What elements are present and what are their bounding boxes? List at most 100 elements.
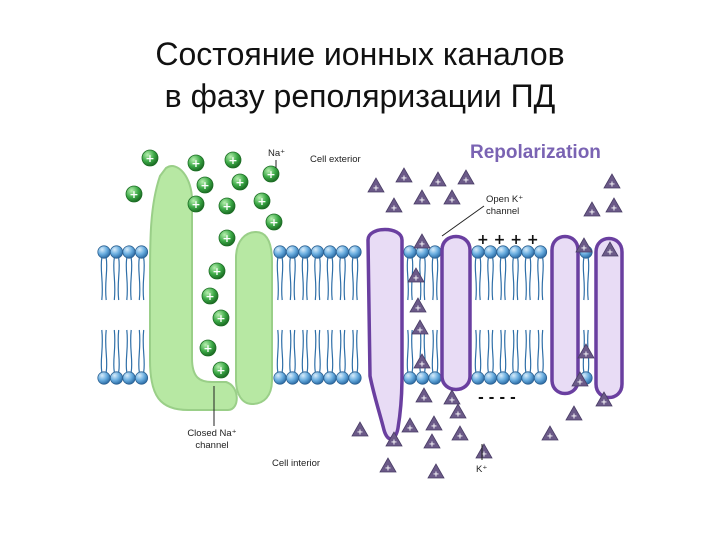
- svg-text:+: +: [463, 176, 470, 185]
- open-k-channel-label-1: Open K⁺: [486, 194, 523, 205]
- potassium-ion: +: [409, 297, 427, 313]
- phospholipid: [285, 245, 300, 301]
- phospholipid: [298, 329, 312, 385]
- inner-charge: - - - -: [478, 390, 516, 406]
- sodium-ion: +: [224, 151, 242, 169]
- sodium-ion: +: [218, 197, 236, 215]
- potassium-ion: +: [577, 343, 595, 359]
- svg-text:+: +: [435, 178, 442, 187]
- sodium-ion: +: [262, 165, 280, 183]
- phospholipid: [403, 329, 417, 385]
- phospholipid: [323, 245, 337, 301]
- svg-text:+: +: [417, 326, 424, 335]
- phospholipid: [273, 329, 287, 385]
- svg-text:+: +: [228, 154, 237, 167]
- svg-text:+: +: [415, 304, 422, 313]
- phospholipid: [348, 245, 362, 301]
- svg-text:+: +: [222, 200, 231, 213]
- svg-text:+: +: [203, 342, 212, 355]
- potassium-ion: +: [605, 197, 623, 213]
- potassium-ion: +: [571, 371, 589, 387]
- potassium-ion: +: [413, 233, 431, 249]
- svg-text:+: +: [581, 244, 588, 253]
- svg-text:+: +: [401, 174, 408, 183]
- potassium-ion: +: [385, 197, 403, 213]
- svg-text:+: +: [222, 232, 231, 245]
- potassium-ion: +: [401, 417, 419, 433]
- potassium-ion: +: [595, 391, 613, 407]
- phospholipid: [122, 329, 136, 385]
- phospholipid: [109, 245, 124, 301]
- sodium-ion: +: [218, 229, 236, 247]
- phospholipid: [496, 245, 510, 301]
- sodium-ion: +: [208, 262, 226, 280]
- svg-text:+: +: [357, 428, 364, 437]
- svg-text:+: +: [419, 360, 426, 369]
- svg-text:+: +: [449, 196, 456, 205]
- potassium-ion: +: [429, 171, 447, 187]
- potassium-ion: +: [475, 443, 493, 459]
- svg-text:+: +: [601, 398, 608, 407]
- svg-text:+: +: [481, 450, 488, 459]
- potassium-ion: +: [413, 353, 431, 369]
- k-channel-left: [366, 227, 404, 441]
- sodium-ion: +: [201, 287, 219, 305]
- svg-text:+: +: [547, 432, 554, 441]
- potassium-ion: +: [601, 241, 619, 257]
- svg-text:+: +: [455, 410, 462, 419]
- svg-text:+: +: [205, 290, 214, 303]
- open-k-channel-label-2: channel: [486, 206, 519, 217]
- svg-text:+: +: [216, 312, 225, 325]
- potassium-ion: +: [443, 189, 461, 205]
- slide-title-line-2: в фазу реполяризации ПД: [164, 78, 556, 114]
- potassium-ion: +: [449, 403, 467, 419]
- potassium-ion: +: [425, 415, 443, 431]
- svg-text:+: +: [129, 188, 138, 201]
- svg-text:+: +: [413, 274, 420, 283]
- svg-text:+: +: [191, 198, 200, 211]
- closed-na-channel-label-2: channel: [195, 440, 228, 451]
- svg-text:+: +: [391, 438, 398, 447]
- svg-text:+: +: [609, 180, 616, 189]
- sodium-ion: +: [196, 176, 214, 194]
- potassium-ion: +: [407, 267, 425, 283]
- potassium-ions: ++++++++++++++++++++++++++++++++++: [351, 167, 623, 479]
- svg-text:+: +: [269, 216, 278, 229]
- svg-text:+: +: [373, 184, 380, 193]
- svg-text:+: +: [235, 176, 244, 189]
- sodium-ion: +: [231, 173, 249, 191]
- svg-text:+: +: [449, 396, 456, 405]
- phospholipid: [483, 245, 498, 301]
- svg-text:+: +: [583, 350, 590, 359]
- phospholipid: [496, 329, 510, 385]
- sodium-ion: +: [125, 185, 143, 203]
- sodium-ion: +: [253, 192, 271, 210]
- diagram-heading: Repolarization: [470, 142, 601, 163]
- svg-text:+: +: [589, 208, 596, 217]
- potassium-ion: +: [575, 237, 593, 253]
- sodium-ion: +: [187, 195, 205, 213]
- potassium-ion: +: [603, 173, 621, 189]
- sodium-ion: +: [212, 309, 230, 327]
- phospholipid: [508, 245, 523, 301]
- sodium-ion: +: [187, 154, 205, 172]
- svg-text:+: +: [457, 432, 464, 441]
- phospholipid: [521, 329, 535, 385]
- svg-text:+: +: [257, 195, 266, 208]
- phospholipid: [335, 329, 350, 385]
- cell-exterior-label: Cell exterior: [310, 154, 361, 165]
- phospholipid: [134, 329, 149, 385]
- phospholipid: [323, 329, 337, 385]
- sodium-ion: +: [141, 149, 159, 167]
- phospholipid: [579, 245, 593, 301]
- potassium-ion: +: [423, 433, 441, 449]
- k-channel-open-left-half: [440, 234, 472, 392]
- sodium-ion: +: [199, 339, 217, 357]
- potassium-ion: +: [541, 425, 559, 441]
- svg-text:+: +: [200, 179, 209, 192]
- svg-text:+: +: [419, 196, 426, 205]
- potassium-ion: +: [427, 463, 445, 479]
- svg-text:+: +: [212, 265, 221, 278]
- phospholipid: [310, 329, 325, 385]
- svg-text:+: +: [419, 240, 426, 249]
